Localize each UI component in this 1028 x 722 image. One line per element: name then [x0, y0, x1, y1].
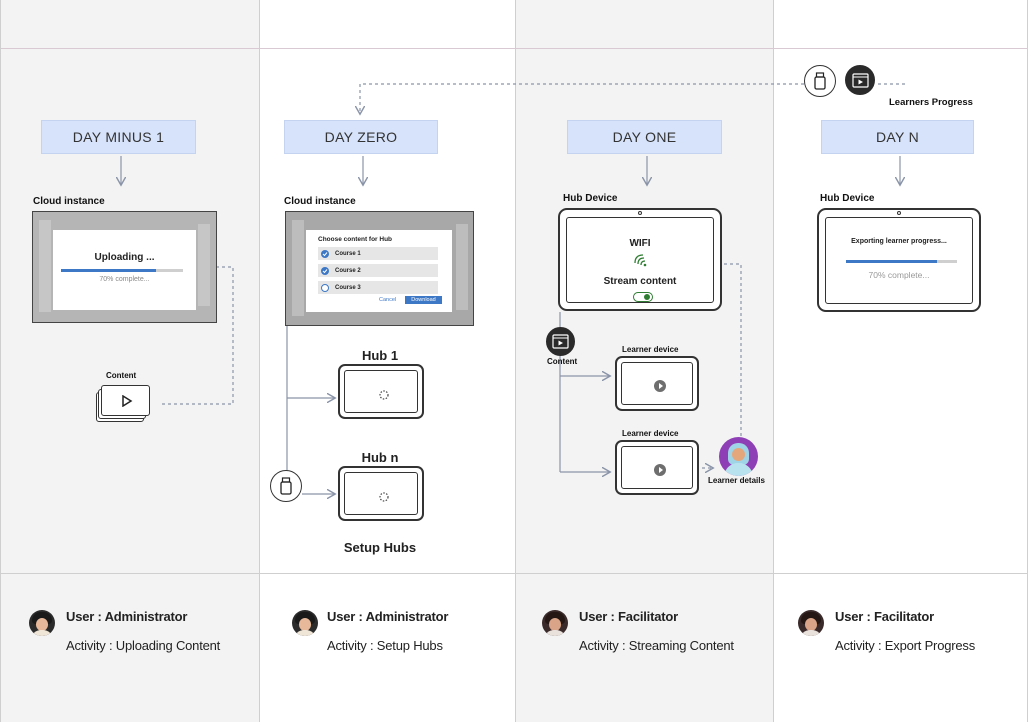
upload-dialog: Uploading ... 70% complete... — [53, 230, 196, 310]
cloud-instance-label: Cloud instance — [33, 196, 105, 207]
loading-spinner-icon — [379, 492, 389, 502]
cloud-instance-screen: Uploading ... 70% complete... — [32, 211, 217, 323]
export-progress-track — [846, 260, 957, 263]
hub-device-screen: WIFI Stream content — [566, 217, 714, 303]
avatar — [798, 610, 824, 636]
learner-avatar — [719, 437, 758, 476]
export-title: Exporting learner progress... — [851, 238, 947, 245]
avatar — [292, 610, 318, 636]
learners-progress-label: Learners Progress — [889, 97, 973, 108]
course-name: Course 1 — [335, 250, 361, 257]
play-button-icon[interactable] — [654, 380, 666, 392]
choose-content-dialog: Choose content for Hub Course 1 Course 2… — [306, 230, 452, 312]
day-minus-1-box: DAY MINUS 1 — [41, 120, 196, 154]
activity-label: Activity : Setup Hubs — [327, 638, 443, 653]
avatar-face — [732, 448, 745, 461]
screen-block — [456, 224, 468, 310]
course-name: Course 2 — [335, 267, 361, 274]
learner-details-label: Learner details — [708, 476, 765, 485]
loading-spinner-icon — [379, 390, 389, 400]
upload-progress-track — [61, 269, 183, 272]
stream-content-label: Stream content — [603, 276, 677, 287]
course-name: Course 3 — [335, 284, 361, 291]
cloud-instance-label: Cloud instance — [284, 196, 356, 207]
hub-1-screen — [344, 370, 418, 413]
usb-drive-icon — [804, 65, 836, 97]
dialog-title: Choose content for Hub — [318, 236, 393, 243]
day-one-box: DAY ONE — [567, 120, 722, 154]
upload-status: 70% complete... — [99, 276, 150, 283]
learner-device-screen — [621, 446, 693, 489]
export-status: 70% complete... — [868, 270, 930, 280]
wifi-label: WIFI — [629, 238, 651, 249]
learner-device-label: Learner device — [622, 345, 679, 354]
column-divider — [515, 0, 516, 722]
avatar — [542, 610, 568, 636]
screen-block — [39, 220, 51, 312]
hub-1-label: Hub 1 — [361, 348, 399, 363]
content-label: Content — [547, 357, 578, 366]
cancel-button[interactable]: Cancel — [379, 297, 397, 303]
day-zero-box: DAY ZERO — [284, 120, 438, 154]
user-role: User : Administrator — [66, 609, 188, 624]
hub-device-screen: Exporting learner progress... 70% comple… — [825, 217, 973, 304]
setup-hubs-label: Setup Hubs — [343, 540, 417, 555]
video-content-icon — [546, 327, 575, 356]
play-outline-icon — [122, 395, 133, 407]
checked-icon — [321, 266, 329, 275]
upload-progress-fill — [61, 269, 157, 272]
hub-1-device — [338, 364, 424, 419]
download-button[interactable]: Download — [405, 296, 442, 304]
hub-device-export: Exporting learner progress... 70% comple… — [817, 208, 981, 312]
toggle-knob — [644, 294, 650, 300]
hub-n-screen — [344, 472, 418, 515]
footer-divider — [0, 573, 1028, 574]
usb-drive-icon — [270, 470, 302, 502]
activity-label: Activity : Export Progress — [835, 638, 976, 653]
column-divider — [259, 0, 260, 722]
play-button-icon[interactable] — [654, 464, 666, 476]
user-role: User : Facilitator — [579, 609, 678, 624]
wifi-icon — [634, 254, 647, 267]
hub-device-label: Hub Device — [820, 193, 875, 204]
course-option[interactable]: Course 1 — [318, 247, 438, 260]
activity-label: Activity : Uploading Content — [66, 638, 221, 653]
screen-block — [198, 224, 210, 306]
content-card-front — [101, 385, 150, 416]
user-role: User : Facilitator — [835, 609, 934, 624]
hub-n-label: Hub n — [361, 450, 399, 465]
course-option[interactable]: Course 2 — [318, 264, 438, 277]
camera-dot — [897, 211, 901, 215]
camera-dot — [638, 211, 642, 215]
learner-device-1 — [615, 356, 699, 411]
learner-device-screen — [621, 362, 693, 405]
content-label: Content — [106, 371, 137, 380]
day-n-box: DAY N — [821, 120, 974, 154]
learner-device-2 — [615, 440, 699, 495]
checked-icon — [321, 249, 329, 258]
upload-title: Uploading ... — [94, 252, 155, 263]
hub-n-device — [338, 466, 424, 521]
stream-toggle[interactable] — [633, 292, 653, 302]
column-divider — [773, 0, 774, 722]
activity-label: Activity : Streaming Content — [579, 638, 734, 653]
hub-device-label: Hub Device — [563, 193, 618, 204]
content-stack-icon — [96, 384, 152, 422]
header-divider — [0, 48, 1028, 49]
hub-device-streaming: WIFI Stream content — [558, 208, 722, 311]
user-role: User : Administrator — [327, 609, 449, 624]
unchecked-icon — [321, 283, 329, 292]
avatar — [29, 610, 55, 636]
course-option[interactable]: Course 3 — [318, 281, 438, 294]
outer-border-left — [0, 0, 1, 722]
learner-device-label: Learner device — [622, 429, 679, 438]
avatar-shoulders — [724, 463, 753, 476]
video-content-icon — [845, 65, 875, 95]
hub-selection-screen: Choose content for Hub Course 1 Course 2… — [285, 211, 474, 326]
screen-block — [292, 220, 304, 316]
export-progress-fill — [846, 260, 938, 263]
